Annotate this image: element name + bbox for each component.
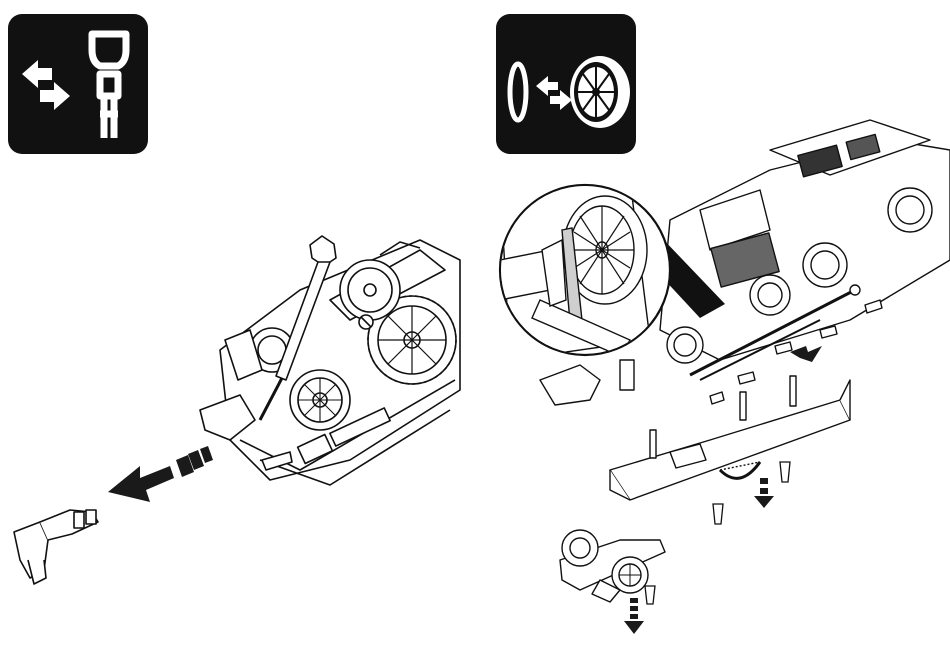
driving-wheel-rear (340, 260, 400, 320)
chassis-plate (610, 376, 850, 500)
loco-chassis-drawing (0, 0, 470, 651)
removed-coupler-icon (14, 510, 98, 584)
traction-tire-replacement-panel (470, 0, 950, 651)
leading-wheel (290, 370, 350, 430)
bogie-removal-arrow (624, 598, 644, 634)
coupler-replacement-panel (0, 0, 470, 651)
plate-removal-arrow (754, 478, 774, 508)
pull-out-arrow (108, 446, 213, 502)
screw-removal-arrow (790, 346, 822, 362)
loco-disassembly-drawing (470, 0, 950, 651)
